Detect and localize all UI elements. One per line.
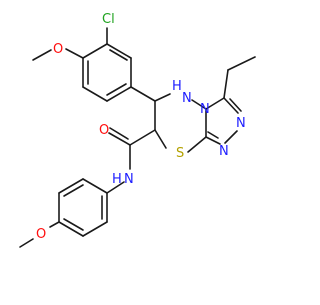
ring-nh-hydrogen-label: H — [172, 79, 182, 94]
triazole-nitrogen-label-a: N — [236, 116, 246, 131]
bottom-methoxy-oxygen-label: O — [36, 227, 46, 242]
top-methoxy-oxygen-label: O — [53, 42, 63, 57]
ring-nh-nitrogen-label: N — [182, 91, 192, 106]
chemical-structure-canvas: Cl O H N N N N S O H N O — [19, 12, 256, 248]
sulfur-label: S — [176, 146, 184, 161]
amide-oxygen-label: O — [99, 123, 109, 138]
chlorine-label: Cl — [102, 12, 115, 27]
atom-labels: Cl O H N N N N S O H N O — [36, 12, 246, 242]
triazole-nitrogen-label-c: N — [200, 102, 210, 117]
molecule-diagram: Cl O H N N N N S O H N O — [19, 12, 256, 248]
bond-lines — [19, 27, 256, 248]
amide-hydrogen-label: H — [112, 172, 122, 187]
triazole-nitrogen-label-b: N — [219, 144, 229, 159]
amide-nitrogen-label: N — [124, 172, 134, 187]
